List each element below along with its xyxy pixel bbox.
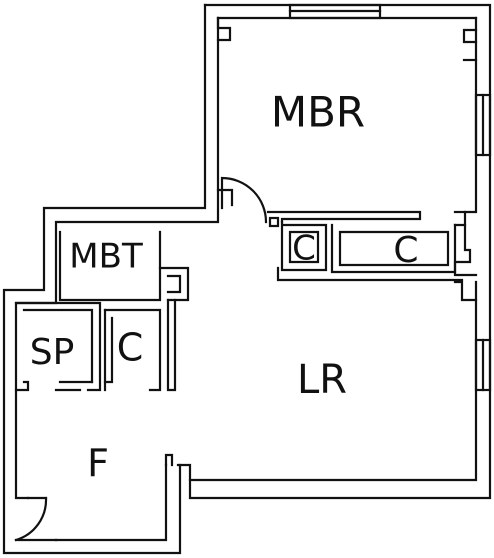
mbr-closets [268,216,464,282]
mbr-walls [216,16,478,302]
windows [288,3,492,392]
room-label-mbr: MBR [271,88,365,137]
room-label-lr: LR [297,357,347,403]
mbt-walls [58,230,190,302]
entry-door-swing [14,496,58,542]
room-label-sp: SP [30,332,75,373]
room-label-closet: C [117,326,144,370]
room-labels: MBR MBT C C SP C LR F [30,88,419,486]
room-label-closet: C [393,230,418,271]
foyer-walls [164,453,174,467]
sp-and-closet-walls [14,298,177,392]
room-label-foyer: F [87,442,109,486]
mbr-door-swing [220,176,268,224]
room-label-closet: C [292,229,316,269]
room-label-mbt: MBT [69,237,143,277]
